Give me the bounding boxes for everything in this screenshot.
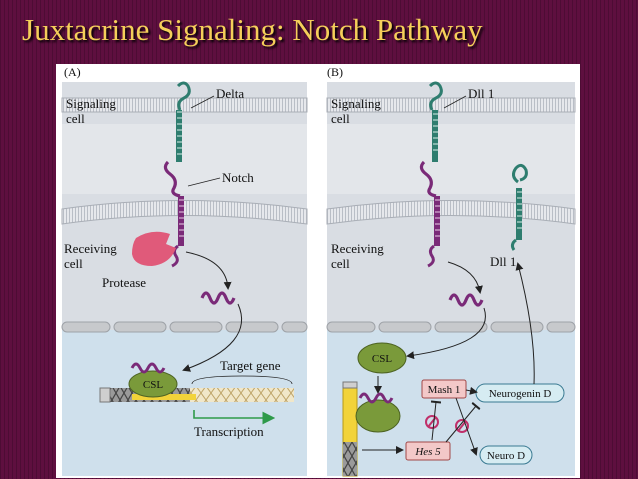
panel-b-receiving-label-2: cell	[331, 256, 350, 271]
notch-label: Notch	[222, 170, 254, 185]
panel-b: (B) Signaling cell Dll 1 Receiving cell …	[326, 65, 576, 477]
notch-diagram: (A) Signaling cell Delta Notch Receiving…	[61, 65, 576, 477]
dll1-ligand-signaling	[428, 81, 443, 162]
protease-label: Protease	[102, 275, 146, 290]
panel-b-csl-bound	[355, 399, 401, 433]
panel-b-signaling-label-2: cell	[331, 111, 350, 126]
hes5-box	[405, 441, 451, 461]
nicd-fragment	[200, 291, 236, 305]
panel-b-csl-label: CSL	[372, 353, 392, 365]
panel-b-receiving-label-1: Receiving	[331, 241, 384, 256]
panel-a-label: (A)	[64, 65, 81, 79]
panel-a-intercellular-space	[62, 124, 307, 194]
target-gene-dna	[190, 388, 294, 402]
dll1-right-label: Dll 1	[490, 254, 516, 269]
panel-b-csl	[357, 342, 407, 374]
panel-b-nicd-fragment	[448, 293, 484, 307]
panel-a: (A) Signaling cell Delta Notch Receiving…	[61, 65, 308, 476]
delta-ligand	[176, 81, 191, 162]
panel-a-receiving-membrane	[61, 200, 308, 225]
panel-a-csl-label: CSL	[143, 379, 163, 391]
dll1-ligand-receiving	[510, 163, 528, 251]
delta-label: Delta	[216, 86, 244, 101]
panel-b-signaling-label-1: Signaling	[331, 96, 381, 111]
panel-a-csl	[128, 370, 178, 398]
notch-figure: (A) Signaling cell Delta Notch Receiving…	[56, 64, 580, 478]
panel-b-signaling-membrane	[326, 97, 576, 113]
panel-b-dna	[343, 442, 357, 476]
transcription-arrow	[193, 410, 276, 425]
panel-b-notch-receptor	[419, 160, 440, 268]
dll1-top-label: Dll 1	[468, 86, 494, 101]
inhibition-symbols	[425, 415, 469, 433]
panel-a-signaling-label-1: Signaling	[66, 96, 116, 111]
panel-b-receiving-membrane	[326, 200, 576, 225]
panel-a-signaling-membrane	[62, 98, 307, 112]
mash1-label: Mash 1	[428, 384, 461, 396]
neurod-box	[479, 445, 533, 465]
neurod-label: Neuro D	[487, 450, 525, 462]
panel-a-receiving-label-1: Receiving	[64, 241, 117, 256]
hes5-label: Hes 5	[414, 446, 441, 458]
target-gene-label: Target gene	[220, 358, 281, 373]
protease-enzyme	[132, 231, 176, 266]
panel-b-label: (B)	[327, 65, 343, 79]
mash1-box	[421, 379, 467, 399]
panel-b-nuclear-envelope	[326, 321, 576, 333]
panel-a-nucleus	[62, 330, 307, 476]
transcription-label: Transcription	[194, 424, 264, 439]
panel-a-signaling-label-2: cell	[66, 111, 85, 126]
panel-a-receiving-label-2: cell	[64, 256, 83, 271]
neurogenin-label: Neurogenin D	[489, 388, 552, 400]
panel-a-nuclear-envelope	[61, 321, 308, 333]
slide-title: Juxtacrine Signaling: Notch Pathway	[22, 12, 483, 47]
